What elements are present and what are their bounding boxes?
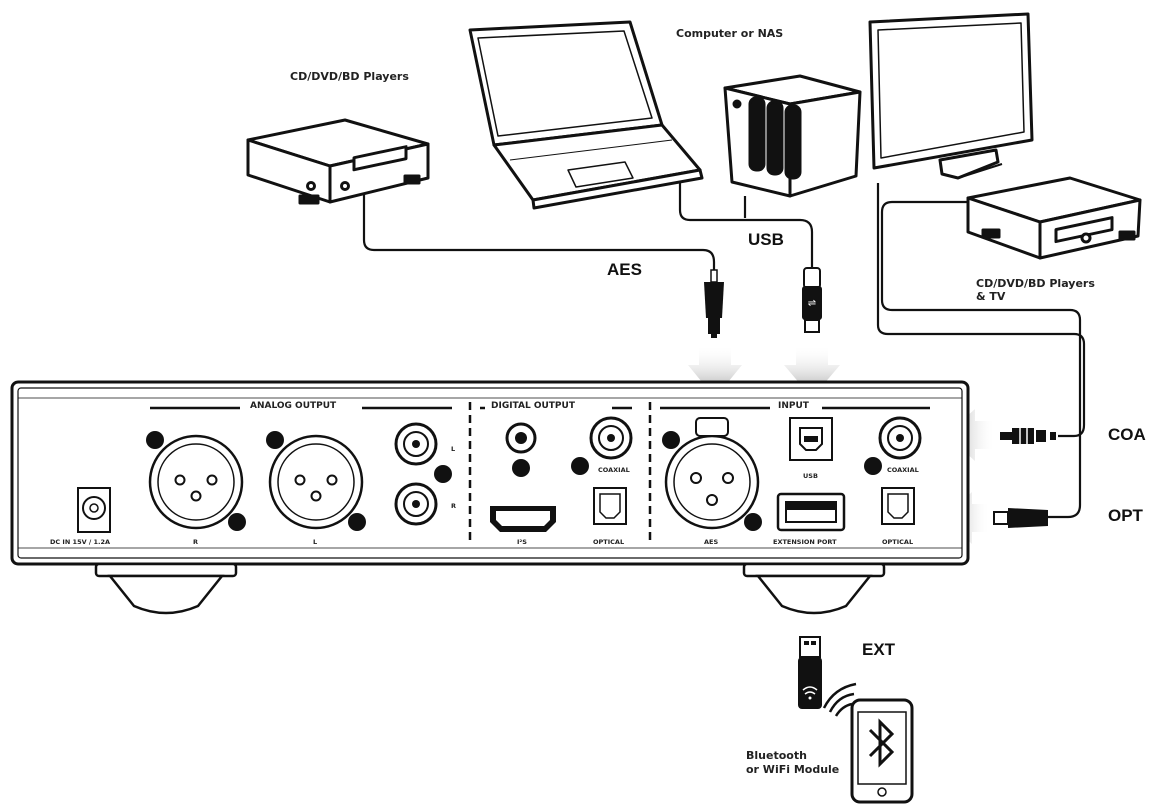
usb-plug: ⇌ bbox=[802, 267, 822, 333]
ext-label: EXT bbox=[862, 640, 896, 659]
aes-xlr-input bbox=[662, 417, 762, 531]
optical-out-label: OPTICAL bbox=[593, 538, 625, 546]
svg-text:⇌: ⇌ bbox=[808, 298, 816, 309]
laptop bbox=[468, 20, 704, 210]
coax-plug bbox=[1000, 428, 1056, 444]
usb-arrow bbox=[784, 345, 840, 398]
usb-in-label: USB bbox=[803, 472, 818, 480]
dc-in-jack bbox=[77, 487, 111, 533]
cd-players-top-label: CD/DVD/BD Players bbox=[290, 70, 409, 83]
coaxial-in-label: COAXIAL bbox=[887, 466, 919, 474]
extension-port-label: EXTENSION PORT bbox=[773, 538, 837, 546]
usb-b-input bbox=[789, 417, 833, 461]
optical-out-port bbox=[593, 487, 627, 525]
optical-in-port bbox=[881, 487, 915, 525]
usb-label: USB bbox=[748, 230, 784, 249]
computer-nas-label: Computer or NAS bbox=[676, 27, 784, 40]
nas bbox=[723, 74, 862, 198]
aes-label: AES bbox=[607, 260, 642, 279]
rca-outputs bbox=[394, 422, 452, 526]
phone-bluetooth bbox=[850, 698, 914, 804]
coaxial-out-label: COAXIAL bbox=[598, 466, 630, 474]
tv-monitor bbox=[868, 12, 1034, 180]
xlr-r-label: R bbox=[193, 538, 199, 546]
usb-dongle bbox=[798, 636, 822, 709]
cd-player-top bbox=[246, 118, 430, 205]
digital-output-heading: DIGITAL OUTPUT bbox=[491, 401, 575, 411]
rca-r-label: R bbox=[451, 502, 457, 510]
coaxial-in-jack bbox=[864, 416, 922, 475]
wireless-signal-icon bbox=[822, 682, 857, 717]
aes-in-label: AES bbox=[704, 538, 719, 546]
coaxial-out-jack bbox=[571, 416, 633, 475]
cd-players-tv-label-2: & TV bbox=[976, 290, 1006, 303]
coa-arrow bbox=[946, 409, 995, 461]
device-feet bbox=[94, 562, 886, 615]
input-heading: INPUT bbox=[778, 401, 809, 411]
rca-l-label: L bbox=[451, 445, 456, 453]
dac-rear-panel bbox=[10, 380, 970, 566]
dc-in-label: DC IN 15V / 1.2A bbox=[50, 538, 111, 546]
coa-label: COA bbox=[1108, 425, 1146, 444]
digital-out-jack bbox=[505, 422, 537, 477]
aes-xlr-plug bbox=[704, 269, 724, 338]
cd-players-tv-label: CD/DVD/BD Players bbox=[976, 277, 1095, 290]
i2s-hdmi-port bbox=[490, 506, 556, 532]
xlr-out-right bbox=[146, 431, 246, 531]
bt-module-label-2: or WiFi Module bbox=[746, 763, 840, 776]
aes-cable bbox=[362, 192, 716, 282]
opt-label: OPT bbox=[1108, 506, 1143, 525]
cd-player-right bbox=[966, 176, 1142, 260]
i2s-label: I²S bbox=[517, 538, 527, 546]
aes-arrow bbox=[688, 345, 742, 398]
extension-port bbox=[776, 492, 846, 532]
xlr-out-left bbox=[266, 431, 366, 531]
cables bbox=[362, 178, 1086, 519]
usb-cable-laptop bbox=[678, 178, 814, 270]
player-cable bbox=[880, 200, 1082, 519]
xlr-l-label: L bbox=[313, 538, 318, 546]
analog-output-heading: ANALOG OUTPUT bbox=[250, 401, 337, 411]
optical-in-label: OPTICAL bbox=[882, 538, 914, 546]
optical-plug bbox=[993, 508, 1048, 528]
bt-module-label: Bluetooth bbox=[746, 749, 807, 762]
bluetooth-icon bbox=[868, 718, 895, 768]
